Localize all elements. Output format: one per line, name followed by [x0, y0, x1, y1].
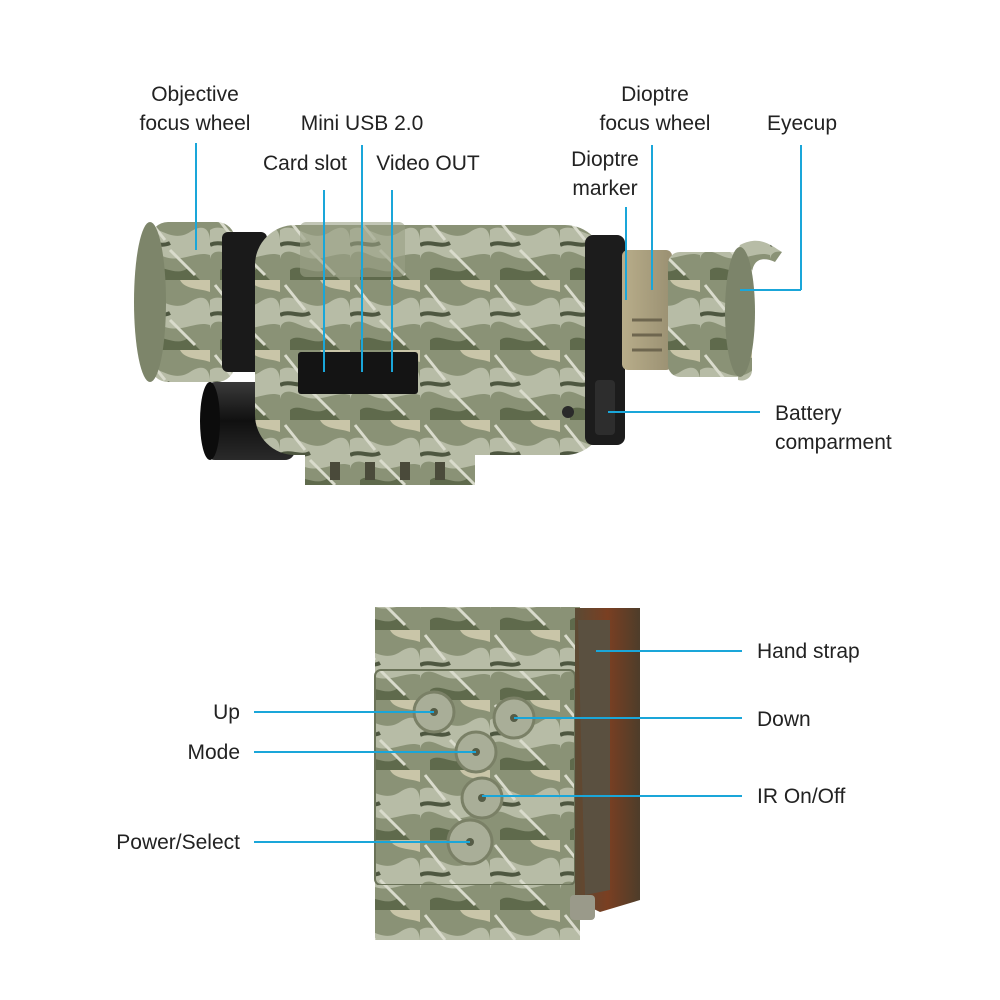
label-eyecup: Eyecup	[766, 112, 838, 135]
label-hand-strap: Hand strap	[757, 640, 860, 663]
label-line: focus wheel	[139, 112, 251, 135]
label-battery-compartment: Battery comparment	[775, 399, 945, 457]
objective-barrel	[134, 222, 267, 382]
rear-section	[585, 235, 625, 445]
label-line: Objective	[151, 83, 239, 106]
label-up: Up	[213, 701, 240, 724]
label-line: marker	[572, 177, 638, 200]
label-mode: Mode	[187, 741, 240, 764]
eyecup-shape	[668, 240, 782, 381]
label-line: focus wheel	[599, 112, 711, 135]
label-dioptre-focus-wheel: Dioptre focus wheel	[580, 80, 730, 138]
label-power-select: Power/Select	[116, 831, 240, 854]
label-ir-on-off: IR On/Off	[757, 785, 846, 808]
label-objective-focus-wheel: Objective focus wheel	[120, 80, 270, 138]
label-down: Down	[757, 708, 811, 731]
label-mini-usb: Mini USB 2.0	[300, 112, 424, 135]
label-video-out: Video OUT	[376, 152, 480, 175]
main-body	[255, 222, 605, 485]
port-cover	[298, 352, 418, 394]
label-dioptre-marker: Dioptre marker	[545, 145, 665, 203]
label-line: Dioptre	[621, 83, 689, 106]
label-line: comparment	[775, 431, 892, 454]
label-line: Battery	[775, 402, 842, 425]
label-line: Dioptre	[571, 148, 639, 171]
dioptre-wheel	[622, 250, 672, 370]
label-card-slot: Card slot	[262, 152, 348, 175]
